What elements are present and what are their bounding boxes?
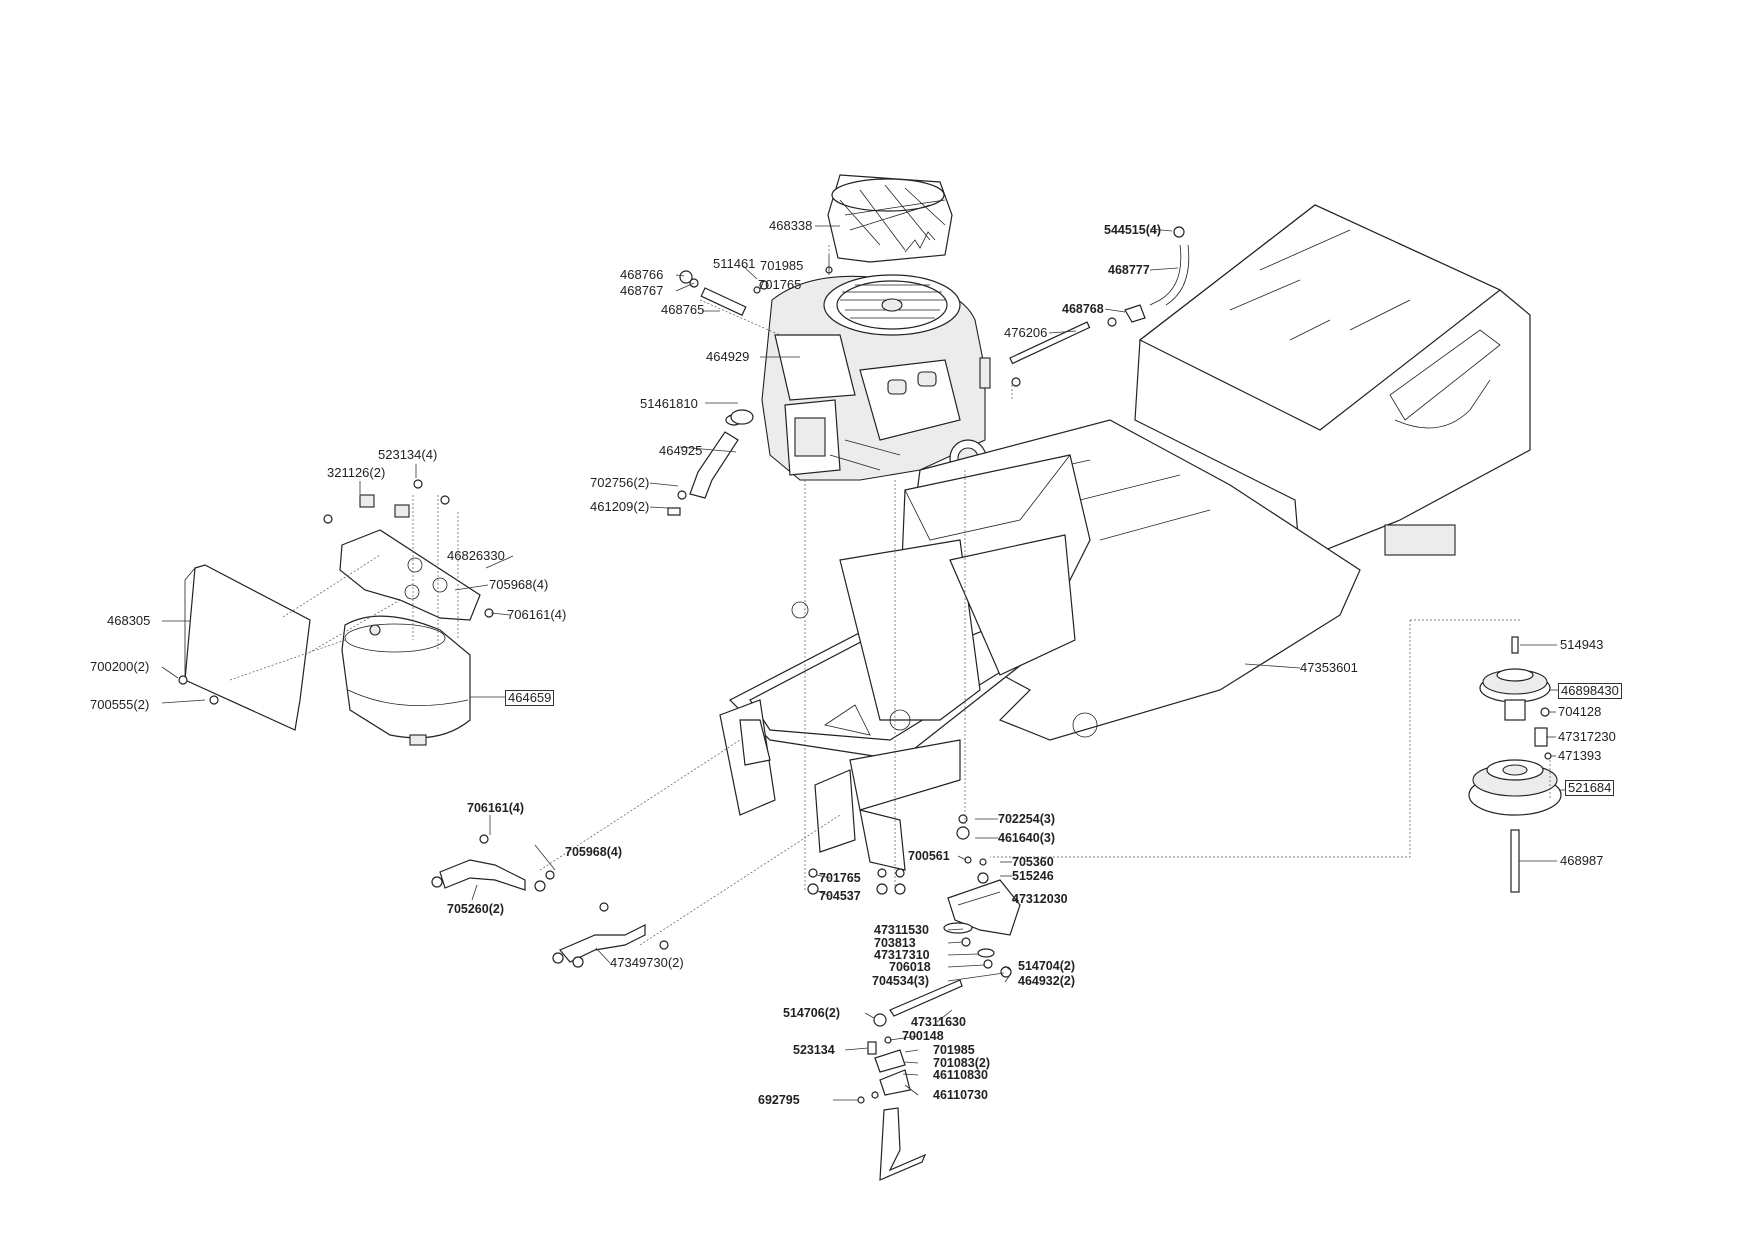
engine-part bbox=[761, 274, 991, 481]
part-label: 701083(2) bbox=[933, 1056, 990, 1070]
part-label: 47312030 bbox=[1012, 892, 1068, 906]
part-label: 700200(2) bbox=[90, 659, 150, 674]
part-label: 705360 bbox=[1012, 855, 1054, 869]
part-label: 47349730(2) bbox=[610, 955, 684, 970]
part-label: 706018 bbox=[889, 960, 931, 974]
part-label: 461640(3) bbox=[998, 831, 1055, 845]
part-label: 511461 bbox=[713, 256, 756, 271]
part-label: 468768 bbox=[1062, 302, 1104, 316]
part-label: 468777 bbox=[1108, 263, 1150, 277]
part-label: 468987 bbox=[1560, 853, 1604, 868]
muffler-part bbox=[341, 615, 471, 746]
part-label: 514943 bbox=[1560, 637, 1604, 652]
part-label: 700555(2) bbox=[90, 697, 150, 712]
part-label: 706161(4) bbox=[467, 801, 524, 815]
part-label: 692795 bbox=[758, 1093, 800, 1107]
front-axle-brackets bbox=[431, 834, 669, 968]
part-label: 702254(3) bbox=[998, 812, 1055, 826]
part-label: 701985 bbox=[933, 1043, 975, 1057]
part-label: 471393 bbox=[1558, 748, 1602, 763]
heat-shield bbox=[178, 564, 311, 731]
part-label: 468338 bbox=[769, 218, 813, 233]
part-label: 514704(2) bbox=[1018, 959, 1075, 973]
part-label: 464929 bbox=[706, 349, 750, 364]
frame-hardware bbox=[807, 814, 989, 895]
air-filter-part bbox=[827, 174, 953, 263]
part-label: 51461810 bbox=[640, 396, 698, 411]
leader-lines bbox=[161, 225, 1565, 1101]
hose-part bbox=[689, 431, 739, 499]
part-label: 461209(2) bbox=[590, 499, 650, 514]
part-label: 704128 bbox=[1558, 704, 1602, 719]
part-label: 321126(2) bbox=[327, 465, 386, 480]
part-label: 705260(2) bbox=[447, 902, 504, 916]
part-label: 46110830 bbox=[933, 1068, 988, 1082]
part-label: 523134 bbox=[793, 1043, 835, 1057]
part-label: 46826330 bbox=[447, 548, 505, 563]
part-label: 476206 bbox=[1004, 325, 1048, 340]
part-label: 701985 bbox=[760, 258, 804, 273]
part-label: 702756(2) bbox=[590, 475, 650, 490]
part-label: 515246 bbox=[1012, 869, 1054, 883]
pulley-clutch-assembly bbox=[1468, 636, 1562, 893]
part-label: 544515(4) bbox=[1104, 223, 1161, 237]
chassis-frame bbox=[719, 204, 1531, 871]
part-label: 464659 bbox=[505, 690, 555, 706]
part-label: 705968(4) bbox=[565, 845, 622, 859]
part-label: 701765 bbox=[758, 277, 802, 292]
part-label: 523134(4) bbox=[378, 447, 438, 462]
part-label: 703813 bbox=[874, 936, 916, 950]
part-label: 46898430 bbox=[1558, 683, 1622, 699]
part-label: 706161(4) bbox=[507, 607, 567, 622]
part-label: 704534(3) bbox=[872, 974, 929, 988]
part-label: 46110730 bbox=[933, 1088, 988, 1102]
part-label: 47353601 bbox=[1300, 660, 1358, 675]
part-label: 468305 bbox=[107, 613, 151, 628]
assembly-guide-lines bbox=[229, 245, 1551, 946]
part-label: 701765 bbox=[819, 871, 861, 885]
part-label: 468767 bbox=[620, 283, 664, 298]
fittings bbox=[667, 226, 1190, 516]
part-label: 704537 bbox=[819, 889, 861, 903]
part-label: 700148 bbox=[902, 1029, 944, 1043]
part-label: 705968(4) bbox=[489, 577, 549, 592]
part-label: 468766 bbox=[620, 267, 664, 282]
part-label: 47311530 bbox=[874, 923, 929, 937]
part-label: 521684 bbox=[1565, 780, 1615, 796]
part-label: 514706(2) bbox=[783, 1006, 840, 1020]
part-label: 700561 bbox=[908, 849, 950, 863]
part-label: 464932(2) bbox=[1018, 974, 1075, 988]
part-label: 464925 bbox=[659, 443, 703, 458]
part-label: 47317310 bbox=[874, 948, 930, 962]
part-label: 47311630 bbox=[911, 1015, 966, 1029]
part-label: 47317230 bbox=[1558, 729, 1616, 744]
part-label: 468765 bbox=[661, 302, 705, 317]
